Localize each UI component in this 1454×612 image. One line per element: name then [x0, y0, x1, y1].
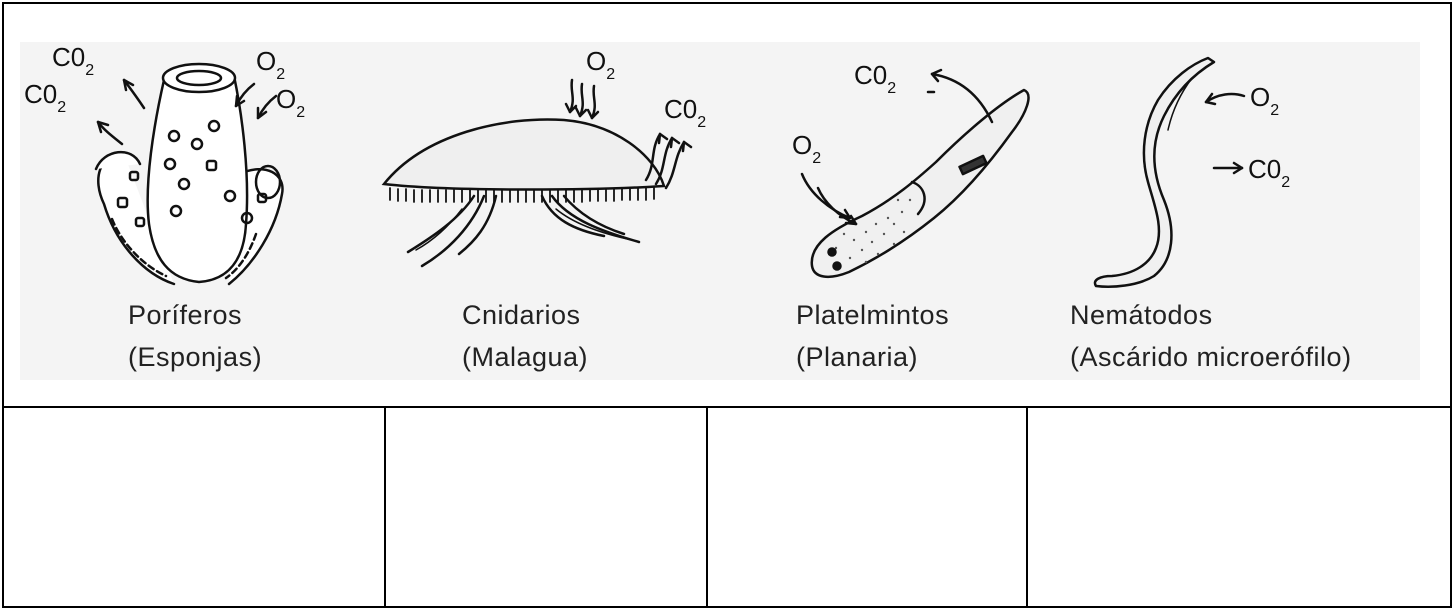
answer-cell-cnidaria[interactable]	[384, 408, 706, 606]
sponge-common-name: (Esponjas)	[128, 342, 262, 373]
nematode-name: Nemátodos	[1070, 300, 1213, 331]
answer-cell-porifera[interactable]	[4, 408, 384, 606]
answer-cell-nematoda[interactable]	[1026, 408, 1450, 606]
illustration-row: C02 C02 O2 O2	[4, 4, 1450, 408]
planaria-common-name: (Planaria)	[796, 342, 918, 373]
answer-cell-platyhelminthes[interactable]	[706, 408, 1026, 606]
answer-row	[4, 408, 1450, 606]
sponge-name: Poríferos	[128, 300, 242, 331]
planaria-name: Platelmintos	[796, 300, 949, 331]
jellyfish-name: Cnidarios	[462, 300, 581, 331]
jellyfish-common-name: (Malagua)	[462, 342, 588, 373]
nematode-common-name: (Ascárido microerófilo)	[1070, 342, 1352, 373]
